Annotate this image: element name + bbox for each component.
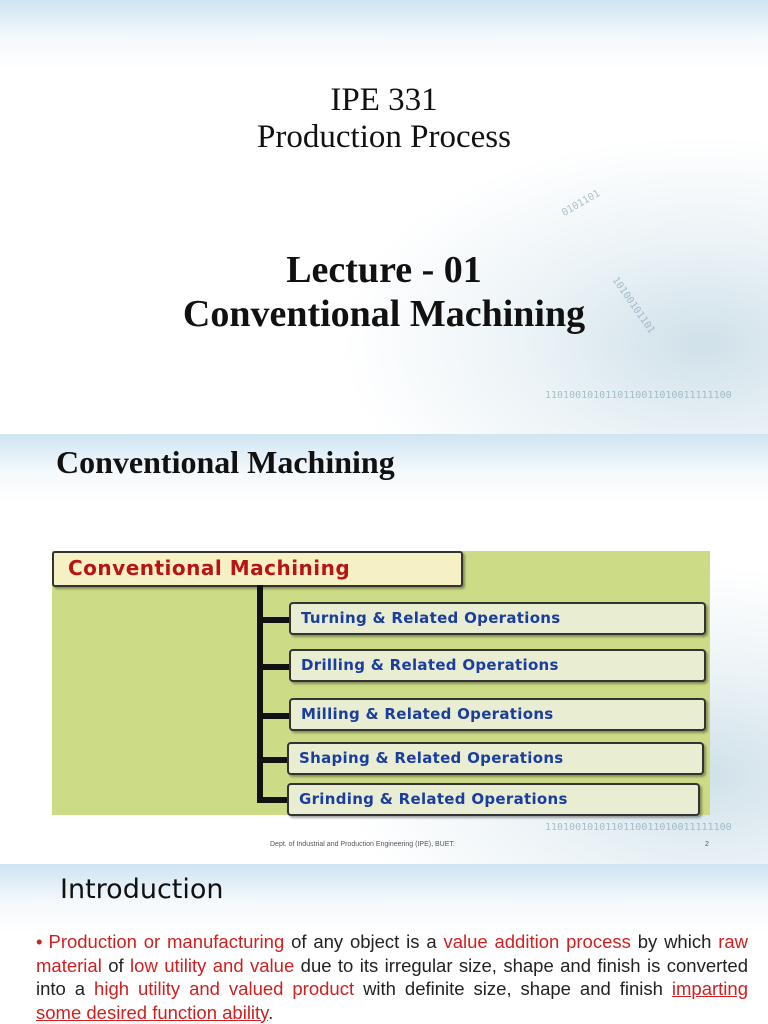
- lecture-topic: Conventional Machining: [182, 293, 586, 335]
- highlight-text: low utility and value: [130, 954, 295, 976]
- slide-footer: Dept. of Industrial and Production Engin…: [270, 841, 455, 848]
- body-text: by which: [630, 931, 719, 952]
- highlight-text: high utility and valued product: [94, 978, 355, 999]
- branch-line: [257, 757, 289, 763]
- body-text: .: [268, 1001, 274, 1023]
- course-code: IPE 331: [330, 82, 438, 118]
- operation-node: Milling & Related Operations: [289, 698, 706, 731]
- title-slide: 1101001010110110011010011111100 0101101 …: [0, 0, 768, 434]
- slide-background: [0, 864, 768, 1024]
- binary-decoration: 1101001010110110011010011111100: [545, 822, 732, 833]
- bullet-paragraph: •Production or manufacturing of any obje…: [36, 930, 748, 1024]
- lecture-heading: Lecture - 01 Conventional Machining: [0, 248, 768, 336]
- course-name: Production Process: [257, 119, 511, 155]
- globe-decoration: [338, 134, 768, 434]
- branch-line: [257, 713, 289, 719]
- branch-line: [257, 797, 289, 803]
- binary-decoration: 1101001010110110011010011111100: [545, 390, 732, 401]
- bullet-icon: •: [36, 931, 43, 952]
- root-node: Conventional Machining: [52, 551, 463, 587]
- slide-title: Introduction: [60, 874, 224, 905]
- diagram-slide: 1101001010110110011010011111100 Conventi…: [0, 434, 768, 864]
- highlight-text: value addition process: [443, 931, 631, 952]
- operation-node: Shaping & Related Operations: [287, 742, 704, 775]
- root-node-label: Conventional Machining: [68, 556, 351, 580]
- lecture-number: Lecture - 01: [286, 249, 482, 291]
- body-text: of any object is a: [284, 931, 444, 952]
- highlight-text: Production or manufacturing: [48, 931, 285, 952]
- body-text: due to its irregular size, shape and fin…: [36, 954, 748, 1000]
- operation-label: Turning & Related Operations: [301, 609, 561, 627]
- course-heading: IPE 331 Production Process: [0, 82, 768, 156]
- operation-label: Grinding & Related Operations: [299, 790, 568, 808]
- highlight-text: raw material: [36, 931, 748, 976]
- operation-label: Milling & Related Operations: [301, 705, 554, 723]
- page-number: 2: [705, 841, 709, 848]
- branch-line: [257, 617, 289, 623]
- machining-tree-diagram: Conventional Machining Turning & Related…: [52, 551, 710, 816]
- introduction-slide: Introduction •Production or manufacturin…: [0, 864, 768, 1024]
- operation-node: Turning & Related Operations: [289, 602, 706, 635]
- operation-label: Drilling & Related Operations: [301, 656, 559, 674]
- tree-trunk-line: [257, 585, 263, 800]
- body-text: with definite size, shape and finish: [354, 978, 672, 999]
- highlight-text: imparting some desired function ability: [36, 978, 748, 1023]
- slide-title: Conventional Machining: [56, 444, 395, 480]
- branch-line: [257, 664, 289, 670]
- operation-label: Shaping & Related Operations: [299, 749, 564, 767]
- body-text: of: [101, 954, 131, 976]
- operation-node: Grinding & Related Operations: [287, 783, 700, 816]
- operation-node: Drilling & Related Operations: [289, 649, 706, 682]
